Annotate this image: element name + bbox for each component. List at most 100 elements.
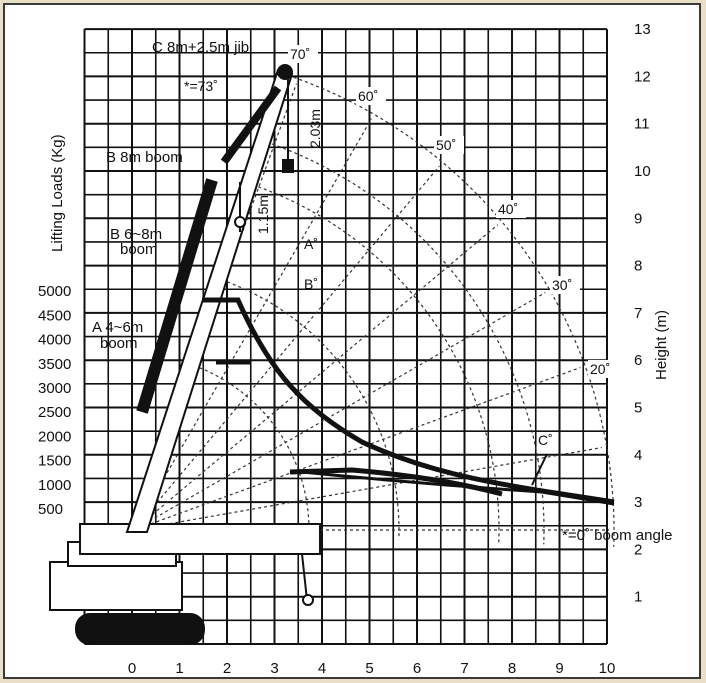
x-tick-labels: 0 1 2 3 4 5 6 7 8 9 10 xyxy=(128,660,616,677)
label-a-4-6-1: A 4~6m xyxy=(92,319,143,336)
height-tick-label: 8 xyxy=(634,258,642,275)
angle-label: 70˚ xyxy=(290,46,310,62)
height-axis-label: Height (m) xyxy=(653,310,670,380)
load-tick-bg xyxy=(32,378,78,396)
label-b-6-8-1: B 6~8m xyxy=(110,226,162,243)
angle-label-bg xyxy=(356,87,386,105)
outrigger-beam xyxy=(79,523,321,555)
angle-labels: 70˚ 60˚ 50˚ 40˚ 30˚ 20˚ xyxy=(288,45,618,378)
x-tick-label: 1 xyxy=(175,660,183,677)
angle-label-bg xyxy=(496,200,526,218)
label-b-6-8-2: boom xyxy=(120,241,158,258)
boom-fill-segment xyxy=(136,178,218,414)
load-tick-label: 1500 xyxy=(38,453,71,470)
load-tick-bg xyxy=(32,402,78,421)
height-tick-label: 5 xyxy=(634,400,642,417)
outrigger-hook xyxy=(302,594,314,606)
height-tick-label: 2 xyxy=(634,541,642,558)
load-tick-bg xyxy=(32,305,78,324)
height-tick-label: 4 xyxy=(634,447,642,464)
radial-line xyxy=(133,165,440,531)
curve-b xyxy=(216,359,503,497)
crane-body xyxy=(49,561,183,611)
radial-line xyxy=(133,446,602,531)
x-tick-label: 7 xyxy=(460,660,468,677)
label-c-jib: C 8m+2.5m jib xyxy=(152,39,249,56)
reach-arc xyxy=(187,362,310,537)
angle-label-bg xyxy=(550,276,580,294)
load-tick-label: 4500 xyxy=(38,307,71,324)
load-tick-label: 5000 xyxy=(38,283,71,300)
boom-tip xyxy=(277,64,293,80)
radial-line xyxy=(133,224,499,531)
height-tick-label: 9 xyxy=(634,210,642,227)
height-tick-label: 7 xyxy=(634,305,642,322)
x-tick-label: 10 xyxy=(599,660,616,677)
angle-label: 50˚ xyxy=(436,137,456,153)
angle-label: 30˚ xyxy=(552,277,572,293)
label-star-zero: *=0˚ boom angle xyxy=(562,527,673,544)
height-tick-label: 6 xyxy=(634,352,642,369)
x-tick-label: 2 xyxy=(223,660,231,677)
load-tick-bg xyxy=(32,499,78,517)
label-star-max: *=73˚ xyxy=(184,78,218,94)
height-tick-label: 3 xyxy=(634,494,642,511)
load-tick-label: 3500 xyxy=(38,356,71,373)
radial-line xyxy=(133,366,581,531)
radial-line xyxy=(133,291,546,531)
load-tick-bg xyxy=(32,329,78,348)
reach-arc xyxy=(215,277,400,540)
curve-a xyxy=(202,297,615,505)
lifting-capacity-chart: C 8m+2.5m jib *=73˚ B 8m boom B 6~8m boo… xyxy=(32,21,673,677)
curve-label-a: A˚ xyxy=(304,236,318,252)
load-tick-label: 2000 xyxy=(38,428,71,445)
label-hook-length: 1.15m xyxy=(255,195,271,234)
height-tick-label: 11 xyxy=(634,116,650,133)
height-tick-label: 10 xyxy=(634,163,651,180)
load-axis-label: Lifting Loads (Kg) xyxy=(49,134,66,252)
reach-arc xyxy=(260,139,545,545)
capacity-curves xyxy=(202,297,615,506)
height-tick-label: 12 xyxy=(634,68,651,85)
x-tick-label: 6 xyxy=(413,660,421,677)
load-tick-label: 3000 xyxy=(38,380,71,397)
x-tick-label: 0 xyxy=(128,660,136,677)
height-tick-label: 13 xyxy=(634,21,651,38)
load-tick-bg xyxy=(32,474,78,493)
grid-lines xyxy=(83,28,608,645)
label-a-4-6-2: boom xyxy=(100,335,138,352)
boom-reach-arcs xyxy=(187,72,615,547)
angle-label-bg xyxy=(434,136,464,154)
x-tick-label: 8 xyxy=(508,660,516,677)
curve-label-b: B˚ xyxy=(304,276,318,292)
labels: C 8m+2.5m jib *=73˚ B 8m boom B 6~8m boo… xyxy=(49,39,673,544)
reach-arc xyxy=(246,182,500,543)
label-jib-length: 2.03m xyxy=(307,109,323,148)
height-tick-label: 1 xyxy=(634,589,642,606)
radial-line xyxy=(133,118,373,531)
x-tick-label: 5 xyxy=(365,660,373,677)
x-tick-label: 3 xyxy=(270,660,278,677)
angle-label: 60˚ xyxy=(358,88,378,104)
x-tick-label: 4 xyxy=(318,660,326,677)
angle-label-bg xyxy=(588,360,618,378)
x-tick-label: 9 xyxy=(555,660,563,677)
angle-label: 40˚ xyxy=(498,201,518,217)
load-tick-label: 2500 xyxy=(38,404,71,421)
angle-label: 20˚ xyxy=(590,361,610,377)
load-tick-bg xyxy=(32,281,78,300)
label-b-8m: B 8m boom xyxy=(106,149,183,166)
load-chart-frame: C 8m+2.5m jib *=73˚ B 8m boom B 6~8m boo… xyxy=(3,3,701,679)
reach-arc xyxy=(282,72,615,547)
load-tick-bg xyxy=(32,353,78,372)
load-tick-label: 500 xyxy=(38,501,63,518)
angle-label-bg xyxy=(288,45,318,63)
curve-c xyxy=(301,470,615,506)
load-tick-bg xyxy=(32,426,78,445)
load-tick-bg xyxy=(32,450,78,469)
load-tick-label: 1000 xyxy=(38,477,71,494)
crawler-track xyxy=(75,613,205,645)
curve-label-c: C˚ xyxy=(538,432,553,448)
